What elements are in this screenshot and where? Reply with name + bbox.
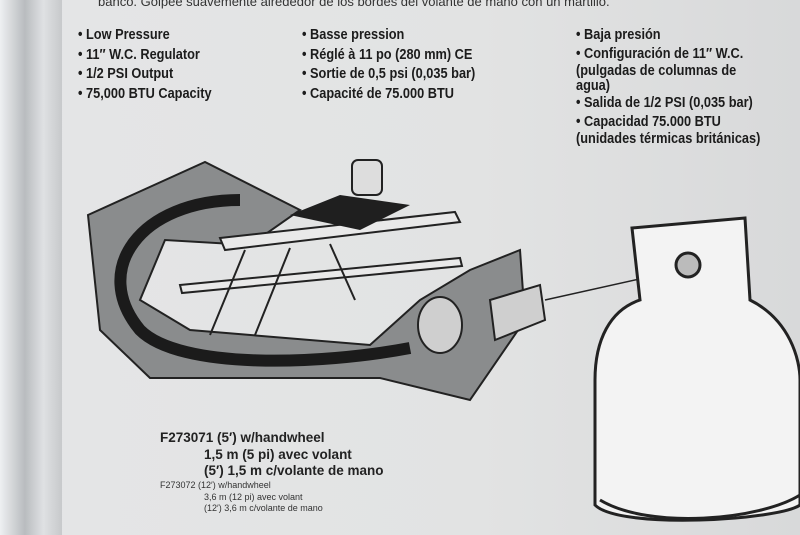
model-line: (12′) 3,6 m c/volante de mano (204, 503, 323, 513)
model-line: F273071 (5′) w/handwheel (160, 430, 325, 445)
french-features: • Basse pression • Réglé à 11 po (280 mm)… (302, 26, 475, 104)
feature: agua) (576, 78, 611, 94)
propane-tank-icon (593, 216, 800, 522)
top-instruction-text: banco. Golpee suavemente alrededor de lo… (98, 0, 610, 9)
feature: • Salida de 1/2 PSI (0,035 bar) (576, 95, 753, 111)
feature: • Low Pressure (78, 27, 170, 43)
feature: • Configuración de 11″ W.C. (576, 46, 744, 62)
model-line: 1,5 m (5 pi) avec volant (204, 446, 352, 462)
model-line: 3,6 m (12 pi) avec volant (204, 491, 303, 502)
model-line: (5′) 1,5 m c/volante de mano (204, 463, 384, 478)
spanish-features: • Baja presión • Configuración de 11″ W.C… (576, 26, 760, 147)
feature: (pulgadas de columnas de (576, 63, 737, 79)
feature: • 75,000 BTU Capacity (78, 85, 212, 102)
feature: • Capacidad 75.000 BTU (576, 114, 721, 130)
feature: • Capacité de 75.000 BTU (302, 85, 454, 102)
feature: • Réglé à 11 po (280 mm) CE (302, 46, 473, 63)
feature: • Baja presión (576, 27, 661, 43)
stove-and-kettle-icon (290, 159, 410, 230)
feature: • 1/2 PSI Output (78, 66, 174, 82)
feature: • Sortie de 0,5 psi (0,035 bar) (302, 66, 476, 82)
model-line: F273072 (12′) w/handwheel (160, 480, 271, 490)
regulator-icon (417, 283, 547, 354)
package-edge (0, 0, 62, 535)
feature: • Basse pression (302, 27, 405, 43)
english-features: • Low Pressure • 11″ W.C. Regulator • 1/2 … (78, 26, 212, 104)
feature: • 11″ W.C. Regulator (78, 46, 200, 63)
feature: (unidades térmicas británicas) (576, 131, 761, 147)
hose (114, 194, 412, 367)
